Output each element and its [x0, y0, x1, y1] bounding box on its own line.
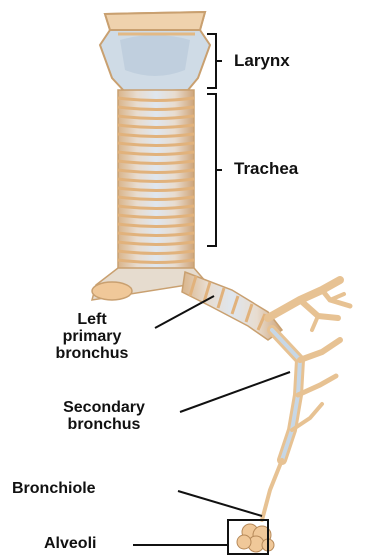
bronchiole-label: Bronchiole: [12, 481, 96, 498]
secondary-bronchus-label-line2: bronchus: [28, 417, 180, 434]
secondary-bronchus-label: Secondary bronchus: [28, 400, 180, 434]
trachea-bracket: [207, 94, 222, 246]
alveoli-label: Alveoli: [44, 536, 96, 553]
larynx-structure: [100, 12, 210, 92]
trachea-label: Trachea: [234, 160, 298, 178]
secondary-bronchi-structure: [262, 280, 350, 520]
left-primary-bronchus-leader: [155, 296, 214, 328]
bronchiole-leader: [178, 491, 262, 516]
larynx-label: Larynx: [234, 52, 290, 70]
left-primary-bronchus-label: Left primary bronchus: [28, 312, 156, 362]
left-primary-bronchus-label-line3: bronchus: [28, 346, 156, 363]
left-primary-bronchus-label-line2: primary: [28, 329, 156, 346]
secondary-bronchus-leader: [180, 372, 290, 412]
trachea-structure: [118, 90, 194, 270]
secondary-bronchus-label-line1: Secondary: [28, 400, 180, 417]
left-primary-bronchus-label-line1: Left: [28, 312, 156, 329]
